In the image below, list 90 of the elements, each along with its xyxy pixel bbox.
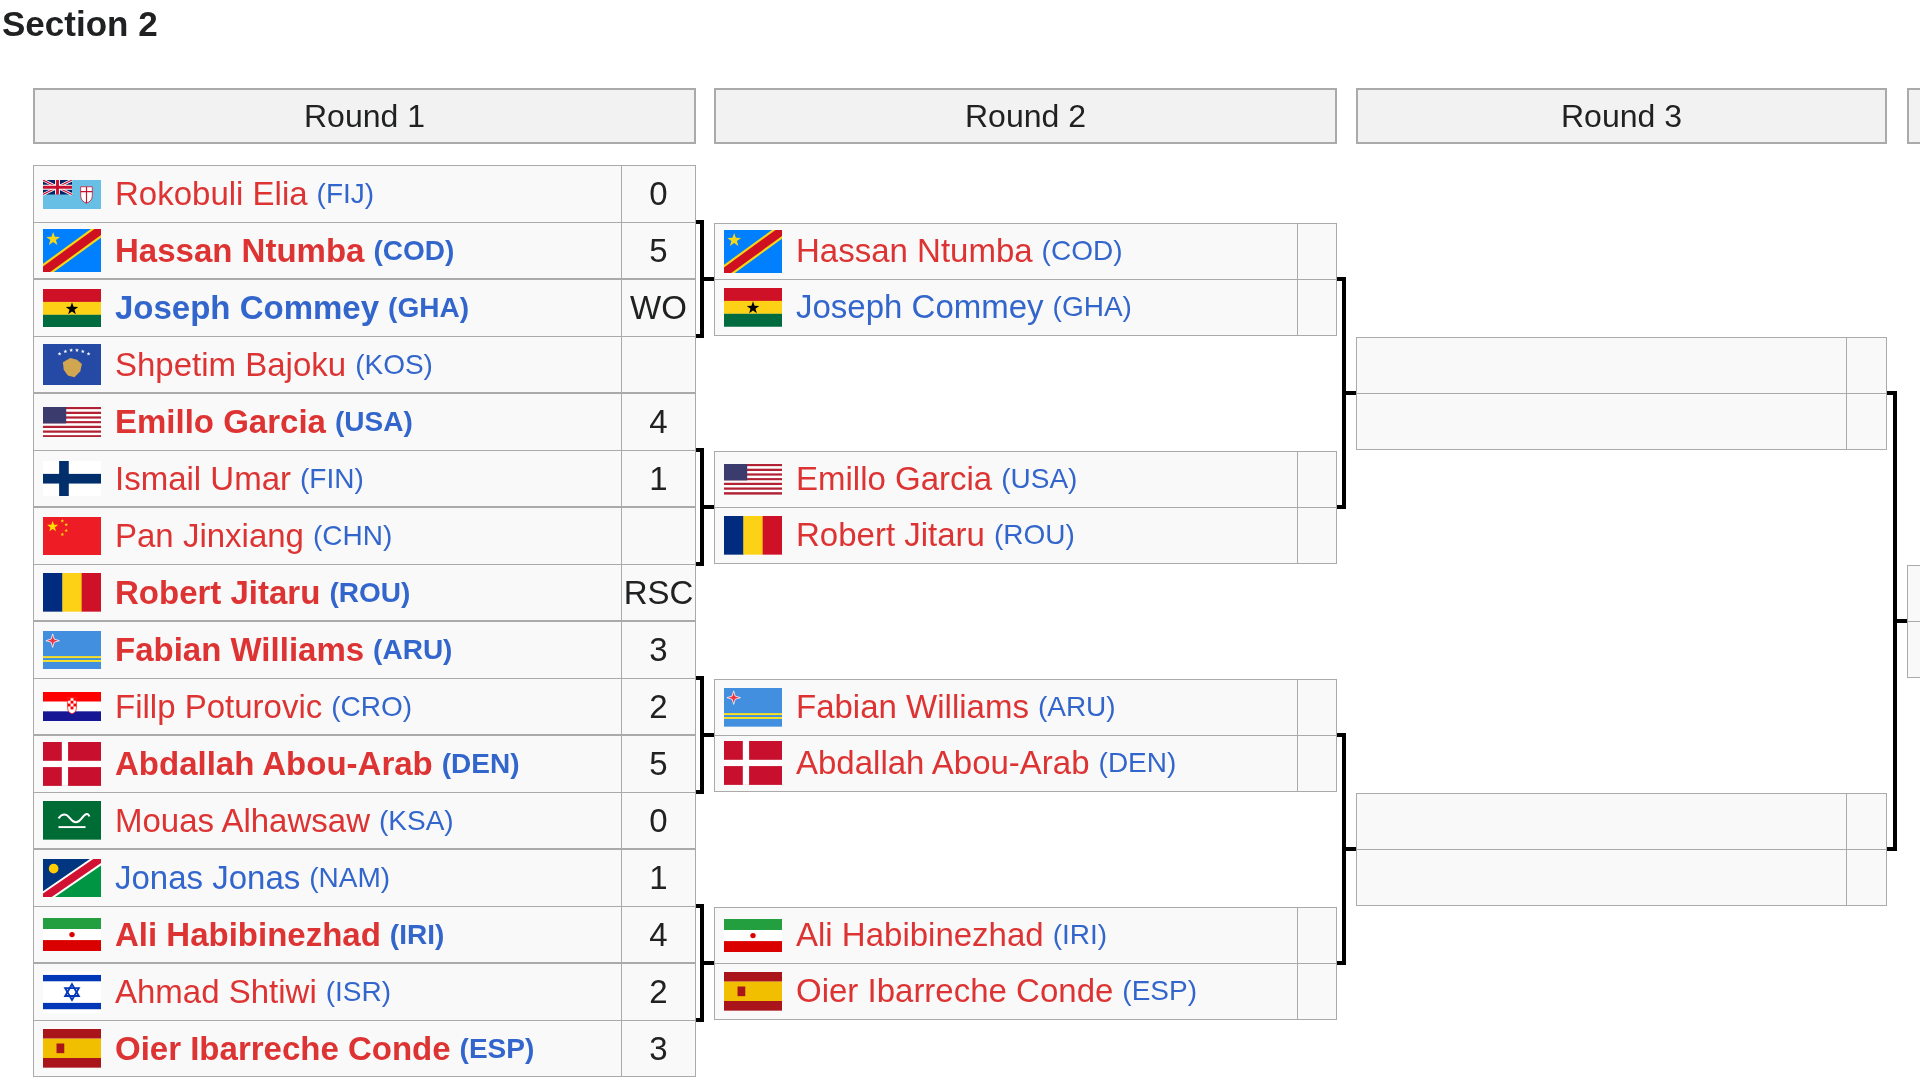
competitor-row: [34, 564, 695, 620]
country-code: (ISR): [325, 975, 392, 1009]
fighter-name: Hassan Ntumba: [796, 231, 1033, 272]
country-code: (KSA): [378, 803, 454, 838]
bracket-line: [1337, 391, 1356, 509]
country-code: (NAM): [309, 861, 391, 895]
country-code: (CHN): [312, 519, 393, 553]
country-code: (ESP): [459, 1031, 535, 1066]
round-header: Round 2: [714, 88, 1337, 144]
competitor-row: [715, 963, 1336, 1019]
competitor-row: [34, 450, 695, 506]
competitor-row: [34, 1020, 695, 1076]
country-code: (IRI): [389, 917, 445, 952]
fighter-name: Oier Ibarreche Conde: [796, 971, 1114, 1012]
fighter-name: Emillo Garcia: [796, 459, 993, 500]
match-box: [33, 165, 696, 279]
country-code: (FIJ): [316, 177, 375, 211]
fighter-name: Hassan Ntumba: [115, 230, 365, 271]
competitor-row: [715, 735, 1336, 791]
round-header: [1907, 88, 1920, 144]
match-box: [714, 678, 1337, 792]
fighter-name: Abdallah Abou-Arab: [115, 744, 433, 784]
match-box: [33, 963, 696, 1077]
competitor-row: [34, 792, 695, 848]
country-code: (GHA): [1052, 290, 1132, 325]
country-code: (ESP): [1122, 974, 1198, 1009]
country-code: (USA): [1001, 462, 1078, 497]
country-code: (GHA): [388, 291, 469, 325]
fighter-name: Rokobuli Elia: [115, 174, 308, 214]
fighter-name: Ali Habibinezhad: [115, 914, 381, 955]
bracket-line: [696, 733, 714, 794]
fighter-name: Emillo Garcia: [115, 402, 326, 442]
fighter-name: Ali Habibinezhad: [796, 915, 1044, 956]
page-title: Section 2: [2, 3, 158, 45]
fighter-name: Fabian Williams: [115, 630, 365, 670]
match-box: [714, 450, 1337, 564]
competitor-row: [34, 906, 695, 962]
country-code: (KOS): [355, 347, 433, 382]
competitor-row: [34, 678, 695, 734]
match-box: [1356, 336, 1887, 450]
fighter-name: Joseph Commey: [115, 288, 380, 328]
fighter-name: Mouas Alhawsaw: [115, 800, 370, 841]
country-code: (CRO): [331, 689, 413, 724]
fighter-name: Oier Ibarreche Conde: [115, 1028, 451, 1069]
country-code: (ROU): [329, 575, 411, 610]
fighter-name: Fillp Poturovic: [115, 686, 323, 727]
competitor-row: [715, 279, 1336, 335]
round-header: Round 3: [1356, 88, 1887, 144]
competitor-row: [34, 222, 695, 278]
bracket-line: [696, 961, 714, 1022]
match-box: [1356, 792, 1887, 906]
match-box: [33, 279, 696, 393]
country-code: (DEN): [441, 747, 520, 781]
bracket-line: [696, 505, 714, 566]
bracket-line: [696, 277, 714, 338]
fighter-name: Fabian Williams: [796, 687, 1029, 728]
country-code: (ARU): [373, 633, 453, 667]
fighter-name: Joseph Commey: [796, 287, 1044, 328]
match-box: [1907, 564, 1920, 678]
country-code: (ROU): [993, 518, 1075, 553]
match-box: [33, 507, 696, 621]
score-cell: RSC: [621, 565, 695, 620]
match-box: [33, 621, 696, 735]
fighter-name: Ahmad Shtiwi: [115, 972, 317, 1012]
match-box: [33, 849, 696, 963]
country-code: (DEN): [1098, 746, 1177, 781]
match-box: [33, 735, 696, 849]
fighter-name: Ismail Umar: [115, 458, 291, 499]
fighter-name: Jonas Jonas: [115, 858, 301, 898]
country-code: (IRI): [1052, 918, 1108, 953]
fighter-name: Robert Jitaru: [796, 515, 985, 556]
competitor-row: [34, 336, 695, 392]
fighter-name: Shpetim Bajoku: [115, 344, 347, 385]
fighter-name: Robert Jitaru: [115, 572, 321, 613]
fighter-name: Abdallah Abou-Arab: [796, 743, 1090, 784]
bracket-line: [1887, 619, 1907, 851]
empty-slot: [1357, 849, 1886, 905]
match-box: [33, 393, 696, 507]
match-box: [714, 222, 1337, 336]
competitor-row: [715, 507, 1336, 563]
country-code: (ARU): [1037, 690, 1116, 725]
country-code: (USA): [334, 405, 413, 439]
country-code: (COD): [373, 233, 455, 268]
fighter-name: Pan Jinxiang: [115, 516, 304, 556]
match-box: [714, 906, 1337, 1020]
country-code: (COD): [1041, 234, 1123, 269]
country-code: (FIN): [300, 461, 364, 496]
round-header: Round 1: [33, 88, 696, 144]
empty-slot: [1357, 393, 1886, 449]
bracket-line: [1337, 847, 1356, 965]
